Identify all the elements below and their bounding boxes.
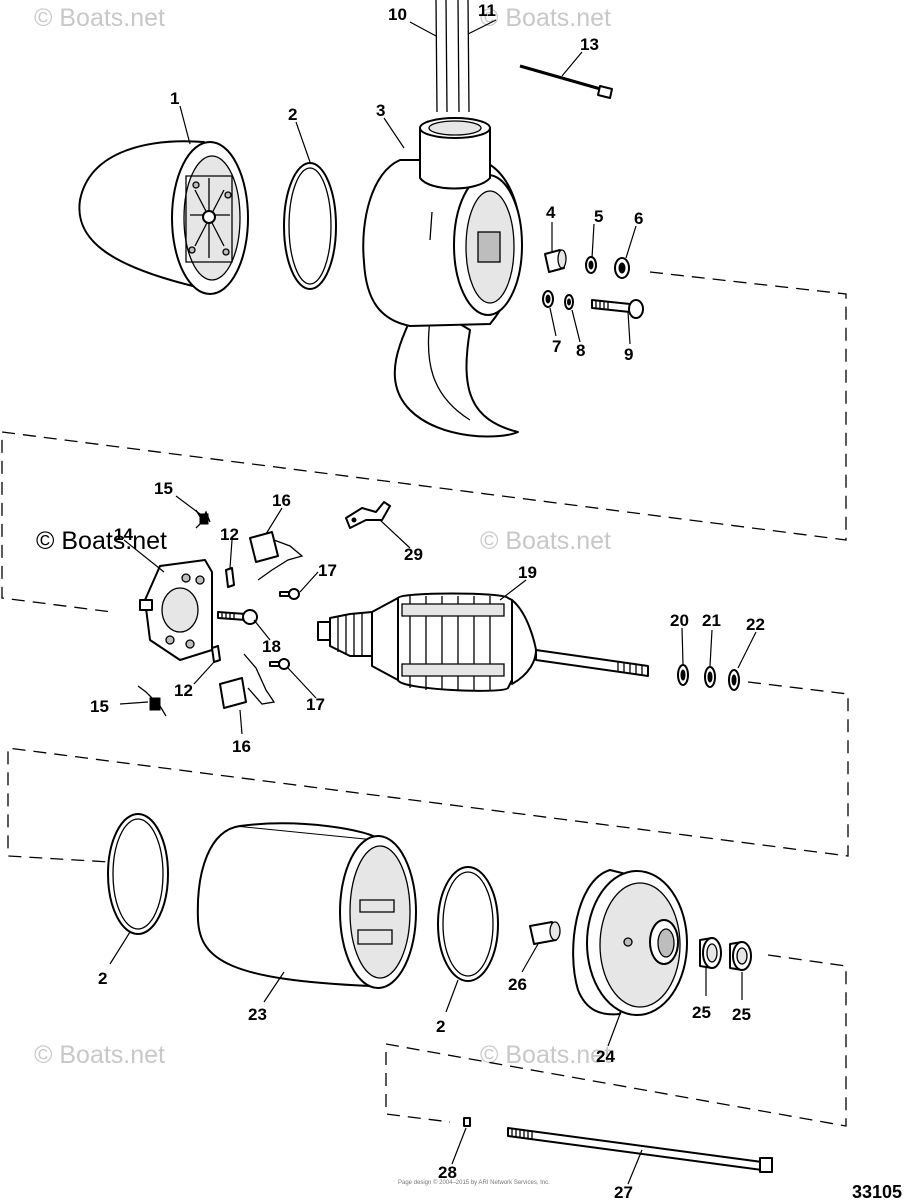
- callout-4: 4: [546, 203, 556, 222]
- diagram-id: 33105: [852, 1182, 902, 1200]
- callout-27: 27: [614, 1183, 633, 1200]
- o-ring: [283, 162, 337, 290]
- callout-9: 9: [624, 345, 633, 364]
- callout-28: 28: [438, 1163, 457, 1182]
- watermark: © Boats.net: [34, 4, 165, 32]
- callout-20: 20: [670, 611, 689, 630]
- watermark: © Boats.net: [34, 1041, 165, 1069]
- nose-cone: [78, 140, 249, 295]
- watermark: © Boats.net: [36, 527, 167, 555]
- brush: [219, 653, 276, 709]
- cable-tie: [519, 64, 613, 99]
- assembly-line: [385, 954, 847, 1127]
- callout-2: 2: [436, 1017, 445, 1036]
- bearing: [699, 937, 722, 969]
- callout-10: 10: [388, 5, 407, 24]
- callout-19: 19: [518, 563, 537, 582]
- brush-spring: [137, 685, 167, 717]
- cable-pair: [435, 0, 470, 113]
- through-bolt: [507, 1127, 773, 1173]
- bearing: [729, 941, 752, 971]
- callout-21: 21: [702, 611, 721, 630]
- screw: [279, 588, 300, 600]
- callout-17: 17: [306, 695, 325, 714]
- clip: [225, 567, 235, 588]
- callout-25: 25: [732, 1005, 751, 1024]
- brush-plate: [139, 559, 213, 661]
- bushing: [544, 249, 567, 273]
- callout-2: 2: [288, 105, 297, 124]
- thrust-washer: [704, 666, 716, 688]
- callout-16: 16: [272, 491, 291, 510]
- callout-25: 25: [692, 1003, 711, 1022]
- callout-15: 15: [90, 697, 109, 716]
- bolt: [217, 609, 258, 625]
- callout-7: 7: [552, 337, 561, 356]
- bracket: [345, 501, 391, 529]
- callout-22: 22: [746, 615, 765, 634]
- callout-11: 11: [478, 1, 496, 20]
- callout-12: 12: [174, 681, 193, 700]
- footer-note: Page design © 2004–2015 by ARI Network S…: [398, 1179, 550, 1186]
- lower-unit-housing: [362, 117, 523, 438]
- callout-5: 5: [594, 207, 603, 226]
- callout-8: 8: [576, 341, 585, 360]
- thrust-washer: [677, 664, 689, 686]
- lock-washer: [564, 294, 574, 310]
- callout-6: 6: [634, 209, 643, 228]
- nut: [463, 1117, 471, 1127]
- callout-16: 16: [232, 737, 251, 756]
- callout-29: 29: [404, 545, 423, 564]
- assembly-line: [1, 271, 847, 613]
- brush-spring: [195, 509, 211, 529]
- bushing: [529, 921, 561, 945]
- callout-12: 12: [220, 525, 239, 544]
- thrust-washer: [728, 669, 740, 691]
- bolt: [591, 299, 644, 319]
- callout-26: 26: [508, 975, 527, 994]
- armature: [317, 592, 649, 692]
- callout-14: 14: [114, 525, 133, 544]
- callout-15: 15: [154, 479, 173, 498]
- o-ring: [107, 813, 169, 935]
- leader-lines: [109, 19, 757, 1185]
- brush: [249, 531, 304, 581]
- washer: [614, 257, 630, 279]
- end-cap: [572, 869, 688, 1016]
- washer: [585, 256, 597, 274]
- callout-24: 24: [596, 1047, 615, 1066]
- watermark: © Boats.net: [480, 4, 611, 32]
- screw: [269, 658, 290, 670]
- clip: [211, 645, 221, 663]
- nut: [542, 290, 554, 308]
- callout-2: 2: [98, 969, 107, 988]
- callout-13: 13: [580, 35, 599, 54]
- callout-17: 17: [318, 561, 337, 580]
- watermark: © Boats.net: [480, 527, 611, 555]
- callout-18: 18: [262, 637, 281, 656]
- o-ring: [437, 866, 499, 982]
- callout-1: 1: [170, 89, 179, 108]
- callout-23: 23: [248, 1005, 267, 1024]
- callout-3: 3: [376, 101, 385, 120]
- motor-housing: [196, 822, 417, 989]
